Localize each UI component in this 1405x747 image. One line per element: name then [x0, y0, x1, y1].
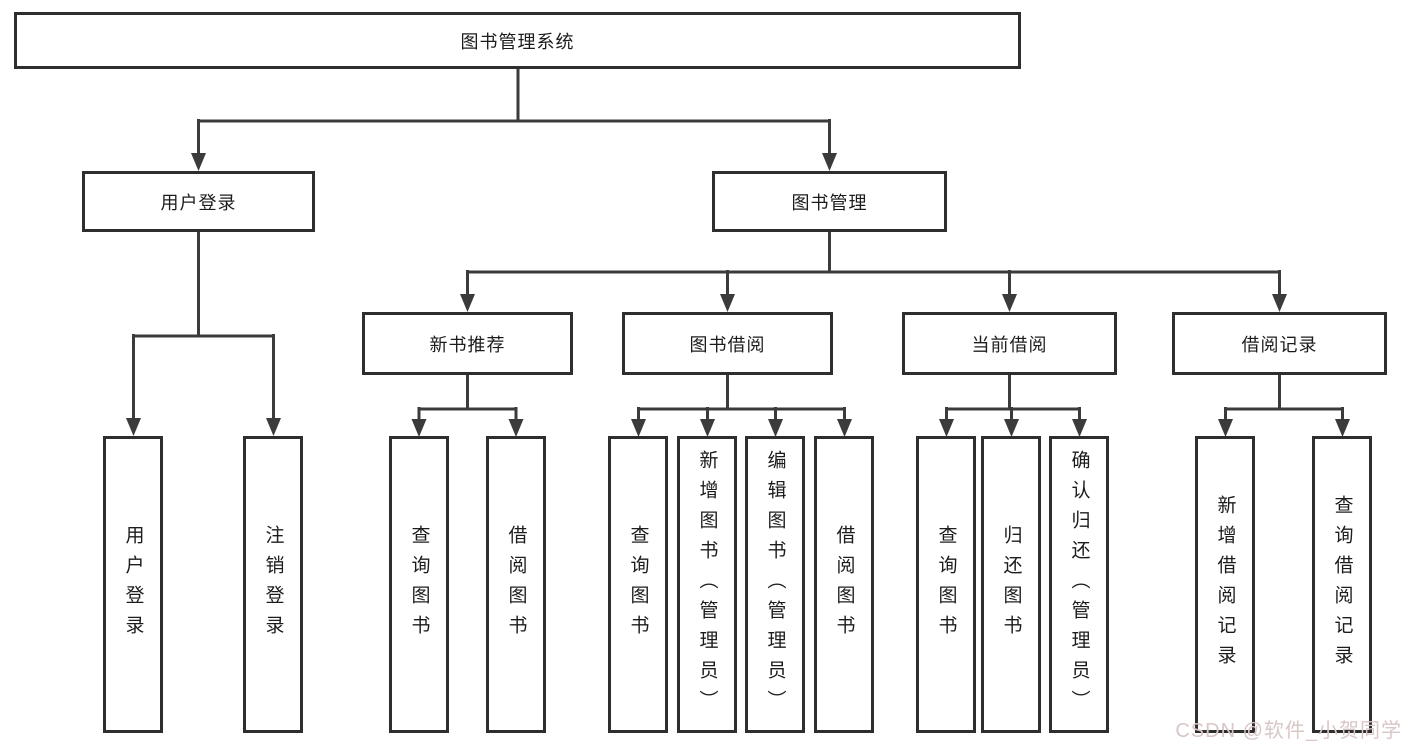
- node-leaf-label: 编辑图书（管理员）: [764, 449, 786, 720]
- node-new-book-recommend: 新书推荐: [362, 312, 573, 375]
- node-leaf-edit-book-admin: 编辑图书（管理员）: [745, 436, 805, 733]
- node-leaf-query-book-3: 查询图书: [916, 436, 976, 733]
- node-leaf-borrow-book-2: 借阅图书: [814, 436, 874, 733]
- node-new-book-recommend-label: 新书推荐: [429, 334, 506, 355]
- node-leaf-user-login: 用户登录: [103, 436, 163, 733]
- node-leaf-label: 借阅图书: [505, 524, 527, 645]
- node-leaf-label: 借阅图书: [833, 524, 855, 645]
- node-leaf-label: 注销登录: [262, 524, 284, 645]
- node-book-management: 图书管理: [712, 171, 947, 232]
- node-leaf-add-book-admin: 新增图书（管理员）: [677, 436, 737, 733]
- node-borrow-record: 借阅记录: [1172, 312, 1387, 375]
- csdn-watermark: CSDN @软件_小贺同学: [1175, 720, 1402, 742]
- node-book-management-label: 图书管理: [791, 192, 868, 213]
- node-leaf-logout: 注销登录: [243, 436, 303, 733]
- node-leaf-query-borrow-record: 查询借阅记录: [1312, 436, 1372, 733]
- node-leaf-confirm-return-admin: 确认归还（管理员）: [1049, 436, 1109, 733]
- node-leaf-borrow-book-1: 借阅图书: [486, 436, 546, 733]
- node-leaf-query-book-2: 查询图书: [608, 436, 668, 733]
- node-leaf-return-book: 归还图书: [981, 436, 1041, 733]
- node-book-borrow: 图书借阅: [622, 312, 833, 375]
- node-user-login: 用户登录: [82, 171, 315, 232]
- node-borrow-record-label: 借阅记录: [1241, 334, 1318, 355]
- node-root-label: 图书管理系统: [460, 31, 575, 52]
- node-user-login-label: 用户登录: [160, 192, 237, 213]
- node-leaf-label: 查询图书: [935, 524, 957, 645]
- node-leaf-query-book-1: 查询图书: [389, 436, 449, 733]
- node-leaf-label: 新增借阅记录: [1214, 494, 1236, 675]
- node-leaf-label: 用户登录: [122, 524, 144, 645]
- node-leaf-label: 归还图书: [1000, 524, 1022, 645]
- node-current-borrow-label: 当前借阅: [971, 334, 1048, 355]
- node-leaf-label: 查询图书: [408, 524, 430, 645]
- node-leaf-label: 查询借阅记录: [1331, 494, 1353, 675]
- node-leaf-label: 新增图书（管理员）: [696, 449, 718, 720]
- node-root: 图书管理系统: [14, 12, 1021, 69]
- node-leaf-label: 确认归还（管理员）: [1068, 449, 1090, 720]
- node-book-borrow-label: 图书借阅: [689, 334, 766, 355]
- node-current-borrow: 当前借阅: [902, 312, 1117, 375]
- node-leaf-add-borrow-record: 新增借阅记录: [1195, 436, 1255, 733]
- node-leaf-label: 查询图书: [627, 524, 649, 645]
